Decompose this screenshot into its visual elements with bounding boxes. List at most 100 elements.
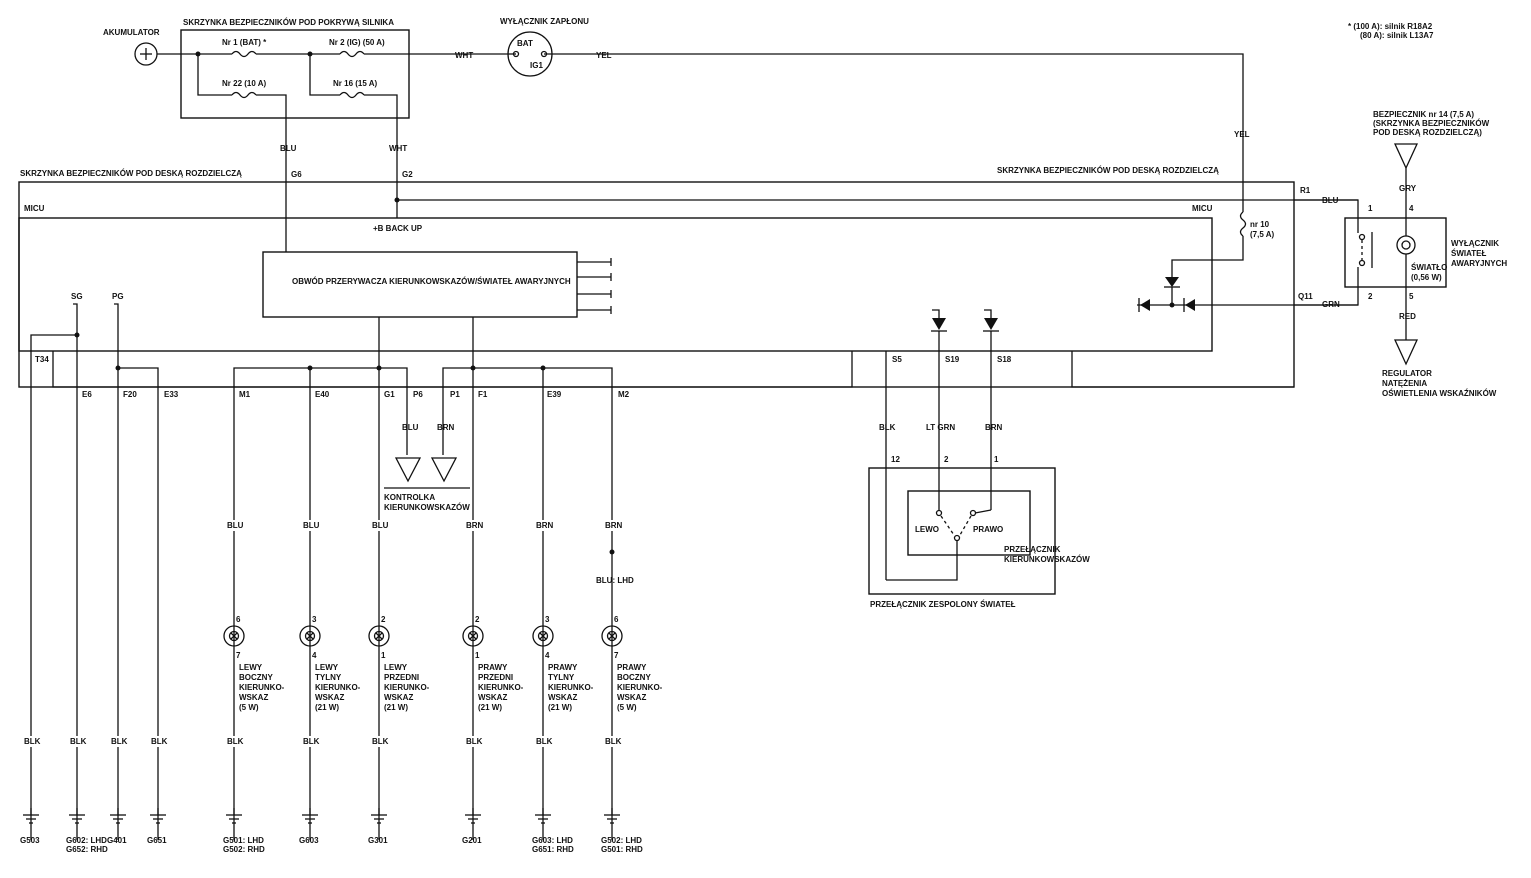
bulb-icon bbox=[462, 625, 484, 647]
ground-label-line: G651: RHD bbox=[532, 845, 574, 854]
flasher-circuit-box bbox=[262, 251, 578, 318]
conn-m2: M2 bbox=[618, 390, 630, 399]
bulb-icon bbox=[601, 625, 623, 647]
lamp-label-line: KIERUNKO- bbox=[548, 683, 594, 692]
lamp-pin-top: 2 bbox=[475, 615, 480, 624]
ground-label-line: G503 bbox=[20, 836, 40, 845]
conn-e6: E6 bbox=[82, 390, 92, 399]
lamp-label-line: WSKAZ bbox=[548, 693, 577, 702]
ground-label-line: G652: RHD bbox=[66, 845, 108, 854]
turn-switch-box bbox=[907, 490, 1031, 556]
ground-label-line: G401 bbox=[107, 836, 127, 845]
bulb-icon bbox=[223, 625, 245, 647]
micu-box bbox=[18, 217, 1213, 352]
lamp-pin-top: 6 bbox=[614, 615, 619, 624]
lamp-label-line: LEWY bbox=[315, 663, 339, 672]
dash-box-label-left: SKRZYNKA BEZPIECZNIKÓW POD DESKĄ ROZDZIE… bbox=[20, 169, 242, 178]
lamp-label-line: (5 W) bbox=[617, 703, 637, 712]
lamp-pin-top: 3 bbox=[312, 615, 317, 624]
fuse-22 bbox=[231, 91, 257, 99]
ground-label-line: G603: LHD bbox=[532, 836, 573, 845]
lamp-label-line: PRZEDNI bbox=[384, 673, 419, 682]
hazard-bulb-icon bbox=[1396, 235, 1416, 255]
conn-f20: F20 bbox=[123, 390, 137, 399]
bulb-icon bbox=[532, 625, 554, 647]
lamp-wire-label: BLU bbox=[303, 521, 320, 530]
lamp-label-line: WSKAZ bbox=[239, 693, 268, 702]
combo-wire-brn: BRN bbox=[985, 423, 1003, 432]
lamp-label-line: PRAWY bbox=[548, 663, 578, 672]
lamp-wire-label: BLU bbox=[227, 521, 244, 530]
indicator-left-icon bbox=[394, 457, 422, 483]
hazard-pin-5: 5 bbox=[1409, 292, 1414, 301]
conn-r1: R1 bbox=[1300, 186, 1311, 195]
lamp-label-line: LEWY bbox=[239, 663, 263, 672]
lamp-label-line: BOCZNY bbox=[239, 673, 273, 682]
conn-e33: E33 bbox=[164, 390, 179, 399]
ground-wire-label: BLK bbox=[466, 737, 483, 746]
fuse-10-label-b: (7,5 A) bbox=[1250, 230, 1274, 239]
conn-p6: P6 bbox=[413, 390, 423, 399]
ground-wire-label: BLK bbox=[24, 737, 41, 746]
lamp-label-line: PRAWY bbox=[478, 663, 508, 672]
indicator-label-a: KONTROLKA bbox=[384, 493, 435, 502]
micu-pg: PG bbox=[112, 292, 124, 301]
combo-pin-12: 12 bbox=[891, 455, 900, 464]
lamp-label-line: WSKAZ bbox=[315, 693, 344, 702]
fuse-2 bbox=[339, 50, 365, 58]
conn-g2: G2 bbox=[402, 170, 413, 179]
ignition-bat: BAT bbox=[517, 39, 533, 48]
hazard-wire-red: RED bbox=[1399, 312, 1416, 321]
ground-label-line: G502: RHD bbox=[223, 845, 265, 854]
lamp-label-line: (5 W) bbox=[239, 703, 259, 712]
lamp-pin-top: 2 bbox=[381, 615, 386, 624]
fuse-1-label: Nr 1 (BAT) * bbox=[222, 38, 267, 47]
lamp-label-line: KIERUNKO- bbox=[315, 683, 361, 692]
hazard-switch-label-b: ŚWIATEŁ bbox=[1451, 249, 1487, 258]
flasher-label: OBWÓD PRZERYWACZA KIERUNKOWSKAZÓW/ŚWIATE… bbox=[292, 277, 571, 286]
wire-yel-right: YEL bbox=[1234, 130, 1250, 139]
bulb-icon bbox=[299, 625, 321, 647]
combo-wire-ltgrn: LT GRN bbox=[926, 423, 955, 432]
diode-s19 bbox=[932, 318, 946, 330]
underhood-fuse-box bbox=[180, 29, 410, 119]
lamp-label-line: WSKAZ bbox=[478, 693, 507, 702]
ground-wire-label: BLK bbox=[536, 737, 553, 746]
regulator-label-c: OŚWIETLENIA WSKAŹNIKÓW bbox=[1382, 389, 1497, 398]
fuse-14-icon bbox=[1393, 143, 1419, 170]
lamp-label-line: TYLNY bbox=[315, 673, 342, 682]
diode-left bbox=[1140, 299, 1150, 311]
combo-left: LEWO bbox=[915, 525, 939, 534]
wire-blu-g6: BLU bbox=[280, 144, 297, 153]
lamp-label-line: (21 W) bbox=[548, 703, 572, 712]
fuse-2-label: Nr 2 (IG) (50 A) bbox=[329, 38, 385, 47]
conn-g1: G1 bbox=[384, 390, 395, 399]
ground-label-line: G201 bbox=[462, 836, 482, 845]
ground-wire-label: BLK bbox=[151, 737, 168, 746]
ground-label-line: G501: LHD bbox=[223, 836, 264, 845]
ground-wire-label: BLK bbox=[70, 737, 87, 746]
hazard-light-a: ŚWIATŁO bbox=[1411, 263, 1447, 272]
fuse-14-label-a: BEZPIECZNIK nr 14 (7,5 A) bbox=[1373, 110, 1474, 119]
lamp-label-line: KIERUNKO- bbox=[239, 683, 285, 692]
lamp-label-line: WSKAZ bbox=[384, 693, 413, 702]
note-1: * (100 A): silnik R18A2 bbox=[1348, 22, 1433, 31]
turn-switch-label-b: KIERUNKOWSKAZÓW bbox=[1004, 555, 1090, 564]
fuse-22-label: Nr 22 (10 A) bbox=[222, 79, 267, 88]
lamp-label-line: KIERUNKO- bbox=[617, 683, 663, 692]
lamp-pin-bottom: 4 bbox=[545, 651, 550, 660]
lamp-label-line: KIERUNKO- bbox=[384, 683, 430, 692]
dash-fuse-box bbox=[18, 181, 1295, 388]
lamp-wire-label: BRN bbox=[536, 521, 554, 530]
ignition-label: WYŁĄCZNIK ZAPŁONU bbox=[500, 17, 589, 26]
diode-right bbox=[1185, 299, 1195, 311]
conn-p1: P1 bbox=[450, 390, 460, 399]
